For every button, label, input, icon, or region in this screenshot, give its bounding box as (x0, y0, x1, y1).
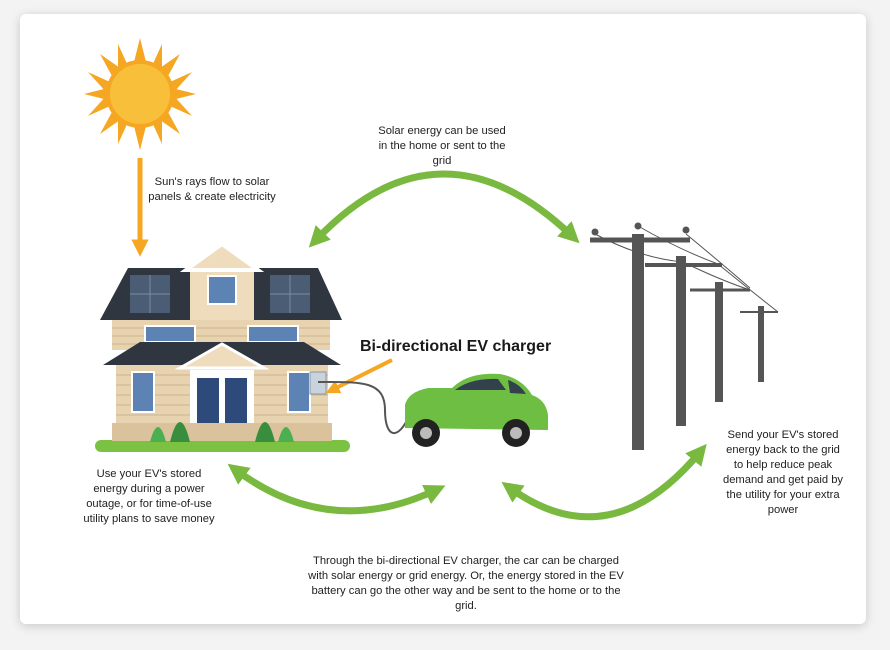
solar-grid-arrow (308, 170, 580, 248)
utility-poles-icon (590, 222, 779, 450)
note-grid: Send your EV's stored energy back to the… (722, 429, 844, 516)
ev-car-icon (405, 373, 548, 447)
note-solar: Solar energy can be used in the home or … (378, 125, 506, 167)
charger-pointer-arrow (325, 358, 393, 394)
sun-icon (84, 38, 196, 150)
charging-cable (317, 380, 411, 435)
house-icon (95, 241, 350, 452)
diagram-title: Bi-directional EV charger (360, 338, 552, 355)
car-grid-arrow (501, 443, 707, 521)
note-charger: Through the bi-directional EV charger, t… (308, 555, 624, 612)
note-home: Use your EV's stored energy during a pow… (83, 468, 215, 525)
flow-arrows (227, 170, 707, 521)
home-car-arrow (227, 463, 446, 515)
note-sun: Sun's rays flow to solar panels & create… (148, 176, 276, 203)
